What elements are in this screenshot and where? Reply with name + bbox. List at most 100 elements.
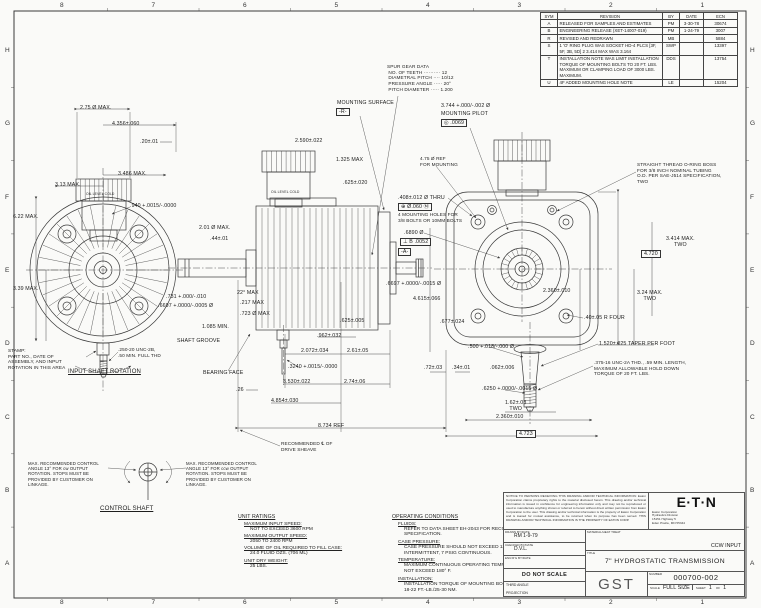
reservoir-body (266, 171, 311, 200)
checked-value: D.V.L. (514, 546, 528, 553)
dimension-label: .6890 Ø (404, 230, 424, 236)
revision-sym: B (540, 26, 558, 36)
drawn-label: DRAWN BY/DATE (505, 529, 530, 534)
dimension-label: .062±.006 (490, 365, 515, 371)
zone-label: D (750, 340, 755, 348)
dimension-label: 2.360±.010 (543, 288, 571, 294)
revision-date: 3-30-78 (679, 19, 704, 28)
dimension-label: 1.085 MIN. (202, 324, 229, 330)
dimension-label: 1.325 MAX (336, 157, 364, 163)
eaton-logo: E·T·N (676, 494, 717, 510)
scale-value: FULL SIZE (662, 585, 690, 591)
zone-label: 5 (334, 598, 339, 606)
oil-level-label: OIL LEVEL COLD (271, 190, 300, 194)
middle-view-dims (235, 280, 447, 432)
zone-label: 1 (700, 2, 705, 9)
revision-ecn: 30674 (703, 19, 738, 28)
revision-by: MB (662, 34, 680, 43)
note-label: FLUIDS: (398, 521, 417, 527)
revision-date: 1-24-79 (679, 26, 704, 36)
dimension-label: .375-16 UNC-2A THD., .59 MIN. LENGTH, MA… (594, 360, 687, 377)
drawn-cell: DRAWN BY/DATE RM 1-9-79 (503, 529, 586, 543)
revision-header: REVISION (557, 11, 663, 21)
dimension-label: .625±.005 (340, 318, 365, 324)
dimension-label: 8.734 REF (318, 423, 345, 429)
dimension-label: .723 Ø MAX (240, 311, 270, 317)
zone-label: G (5, 120, 11, 128)
left-view-dims (34, 107, 177, 362)
of-value: 1 (723, 585, 727, 591)
zone-label: H (5, 47, 10, 54)
revision-sym: A (540, 19, 558, 28)
engrg-label: ENG'R'G BY/DATE (505, 555, 531, 560)
address-line: Hydraulics Division (652, 513, 679, 518)
dimension-label: 3.39 MAX. (13, 286, 39, 292)
zone-label: A (5, 560, 10, 568)
note-label: TEMPERATURE: (398, 558, 436, 564)
note-label: MAXIMUM OUTPUT SPEED: (244, 533, 308, 539)
revision-revision: 1 'O' RING PLUG WAS SOCKET HD-4 PLCS [3F… (557, 41, 663, 56)
zone-label: 2 (609, 2, 613, 9)
feature-control-frame: ◎ .0069 (441, 119, 468, 128)
dimension-label: .34±.01 (452, 365, 471, 371)
dimension-label: 22° MAX (237, 290, 259, 296)
address-line: Eden Prairie, MN 55344 (652, 521, 686, 526)
scale-cell: SCALE FULL SIZE SHEET 1 OF 1 (647, 584, 745, 597)
control-note-cw: MAX. RECOMMENDED CONTROL ANGLE 13° FOR c… (28, 461, 99, 487)
ccw-input-label: CCW INPUT (710, 543, 741, 549)
note-label: UNIT DRY WEIGHT: (244, 558, 288, 564)
dimension-label: .500 +.018/-.000 Ø (468, 344, 515, 350)
zone-label: D (5, 340, 10, 348)
zone-label: C (5, 413, 10, 421)
dimension-label: .731 +.000/-.010 (166, 294, 207, 300)
revision-sym: T (540, 54, 558, 80)
dimension-label: 4.356±.060 (112, 121, 140, 127)
dimension-label: 2.072±.034 (301, 348, 329, 354)
note-label: MAXIMUM INPUT SPEED: (244, 521, 302, 527)
control-shaft (276, 329, 290, 341)
revision-date (679, 78, 704, 88)
zone-label: 5 (334, 2, 339, 9)
dimension-label: .6250 +.0000/-.0015 Ø (482, 386, 538, 392)
dimension-label: 2.590±.022 (295, 138, 323, 144)
revision-revision: 4F ADDED MOUNTING HOLE NOTE (557, 78, 663, 88)
revision-by: PM (662, 26, 680, 36)
zone-label: C (750, 413, 755, 421)
revision-by: LE (662, 78, 680, 88)
datum-a: -A- (398, 248, 412, 257)
mounting-surface-label: MOUNTING SURFACE (337, 100, 394, 106)
do-not-scale-cell: DO NOT SCALE (503, 568, 586, 582)
dimension-label: 1.62±.03 TWO (505, 400, 527, 413)
mounting-pilot-label: MOUNTING PILOT (441, 111, 489, 117)
revision-header: ECN (703, 11, 738, 21)
note-value: REFER TO DATA SHEET EH-2043 FOR RECOMMEN… (404, 526, 540, 538)
revision-ecn: 5884 (703, 34, 738, 43)
sheet-border (13, 10, 747, 599)
scale-label: SCALE (650, 586, 660, 590)
operating-conditions-block: OPERATING CONDITIONS FLUIDS: REFER TO DA… (392, 514, 552, 594)
bearing-face-label: BEARING FACE (203, 370, 244, 376)
zone-label: 1 (700, 598, 705, 606)
control-shaft-label: CONTROL SHAFT (100, 505, 154, 512)
gst-mark: GST (598, 576, 635, 593)
zone-label: A (750, 560, 755, 568)
rotation-arrow (74, 365, 132, 374)
zone-label: B (5, 486, 10, 494)
proprietary-notice: NOTICE TO PERSONS RECEIVING THIS DRAWING… (506, 494, 646, 523)
dimension-label: .408±.012 Ø THRU (398, 195, 445, 201)
notice-cell: NOTICE TO PERSONS RECEIVING THIS DRAWING… (503, 492, 649, 530)
revision-header: DATE (679, 11, 704, 21)
zone-label: 7 (151, 598, 156, 606)
dimension-label: 3.414 MAX. TWO (666, 236, 695, 249)
revision-date (679, 54, 704, 80)
zone-label: 7 (151, 2, 156, 9)
feature-control-frame: ⊥ B .0052 (400, 238, 432, 247)
revision-ecn: 13754 (703, 54, 738, 80)
revision-revision: RELEASED FOR SAMPLES AND ESTIMATES (557, 19, 663, 28)
sheet-value: 1 (708, 585, 712, 591)
gst-cell: GST (585, 571, 648, 597)
